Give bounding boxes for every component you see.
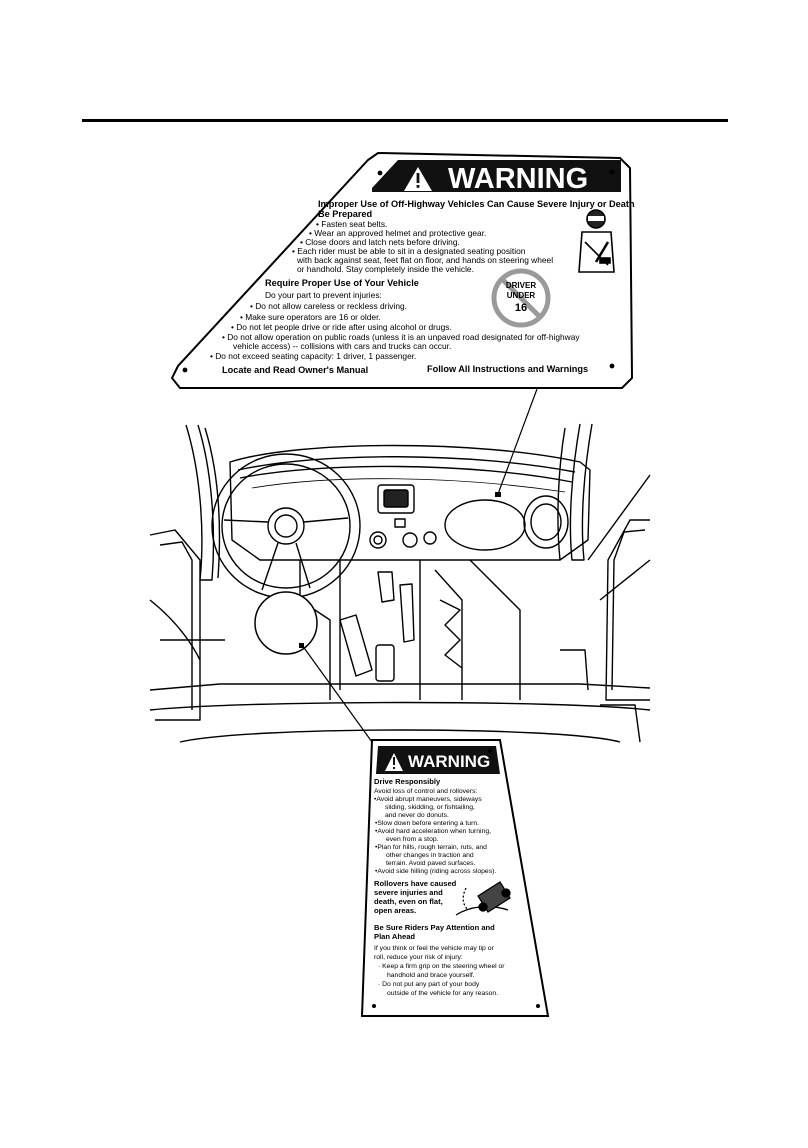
require-proper-use-title: Require Proper Use of Your Vehicle	[265, 278, 419, 288]
top-footer-right: Follow All Instructions and Warnings	[427, 364, 589, 374]
list-item: vehicle access) -- collisions with cars …	[233, 341, 452, 351]
footwell-callout-circle	[254, 591, 318, 655]
top-label-title-bar	[372, 160, 621, 192]
rollover-warning: open areas.	[374, 906, 417, 915]
rollover-warning: death, even on flat,	[374, 897, 443, 906]
list-item: • Each rider must be able to sit in a de…	[292, 246, 526, 256]
list-item: and never do donuts.	[385, 812, 449, 819]
list-item: sliding, skidding, or fishtailing,	[385, 804, 475, 811]
list-item: • Do not exceed seating capacity: 1 driv…	[210, 351, 417, 361]
list-item: Avoid loss of control and rollovers:	[374, 788, 478, 795]
list-item: •Avoid side hilling (riding across slope…	[375, 868, 497, 875]
bottom-label-title: WARNING	[408, 752, 491, 771]
list-item: even from a stop.	[386, 836, 439, 843]
list-item: outside of the vehicle for any reason.	[387, 990, 499, 997]
top-label-outline	[170, 151, 634, 389]
list-item: • Do not allow operation on public roads…	[222, 332, 580, 342]
list-item: • Close doors and latch nets before driv…	[300, 237, 460, 247]
list-item: •Avoid hard acceleration when turning,	[375, 828, 491, 835]
list-item: other changes in traction and	[386, 852, 474, 859]
list-item: terrain. Avoid paved surfaces.	[386, 860, 476, 867]
list-item: •Avoid abrupt maneuvers, sideways	[374, 796, 482, 803]
list-item: • Wear an approved helmet and protective…	[309, 228, 487, 238]
vehicle-rollover-icon	[455, 881, 511, 916]
badge-line-under: UNDER	[506, 291, 536, 300]
list-item: •Plan for hills, rough terrain, ruts, an…	[375, 844, 487, 851]
header-rule	[82, 119, 728, 122]
pay-attention-title: Plan Ahead	[374, 932, 416, 941]
rollover-warning: Rollovers have caused	[374, 879, 457, 888]
helmet-seatbelt-icon	[578, 209, 615, 273]
list-item: • Fasten seat belts.	[316, 219, 388, 229]
top-label-title: WARNING	[448, 163, 589, 195]
list-item: • Do not let people drive or ride after …	[231, 322, 452, 332]
list-item: •Slow down before entering a turn.	[375, 820, 480, 827]
top-footer-left: Locate and Read Owner's Manual	[222, 365, 369, 375]
list-item: · Keep a firm grip on the steering wheel…	[378, 963, 505, 970]
be-prepared-title: Be Prepared	[318, 209, 373, 219]
list-item: with back against seat, feet flat on flo…	[297, 255, 554, 265]
require-proper-use-intro: Do your part to prevent injuries:	[265, 290, 382, 300]
badge-line-age: 16	[514, 302, 528, 314]
list-item: • Make sure operators are 16 or older.	[240, 312, 381, 322]
bottom-label-title-bar	[376, 746, 500, 774]
no-driver-under-16-icon	[491, 268, 551, 328]
list-item: roll, reduce your risk of injury:	[374, 954, 463, 961]
vehicle-interior-drawing	[149, 423, 651, 743]
list-item: If you think or feel the vehicle may tip…	[374, 945, 494, 952]
rollover-warning: severe injuries and	[374, 888, 443, 897]
pay-attention-title: Be Sure Riders Pay Attention and	[374, 923, 495, 932]
list-item: handhold and brace yourself.	[387, 972, 475, 979]
list-item: · Do not put any part of your body	[378, 981, 480, 988]
top-label-heading: Improper Use of Off-Highway Vehicles Can…	[318, 199, 635, 209]
list-item: • Do not allow careless or reckless driv…	[250, 301, 407, 311]
list-item: or handhold. Stay completely inside the …	[297, 264, 474, 274]
bottom-label-outline	[360, 739, 550, 1017]
badge-line-driver: DRIVER	[505, 281, 537, 290]
drive-responsibly-title: Drive Responsibly	[374, 777, 441, 786]
